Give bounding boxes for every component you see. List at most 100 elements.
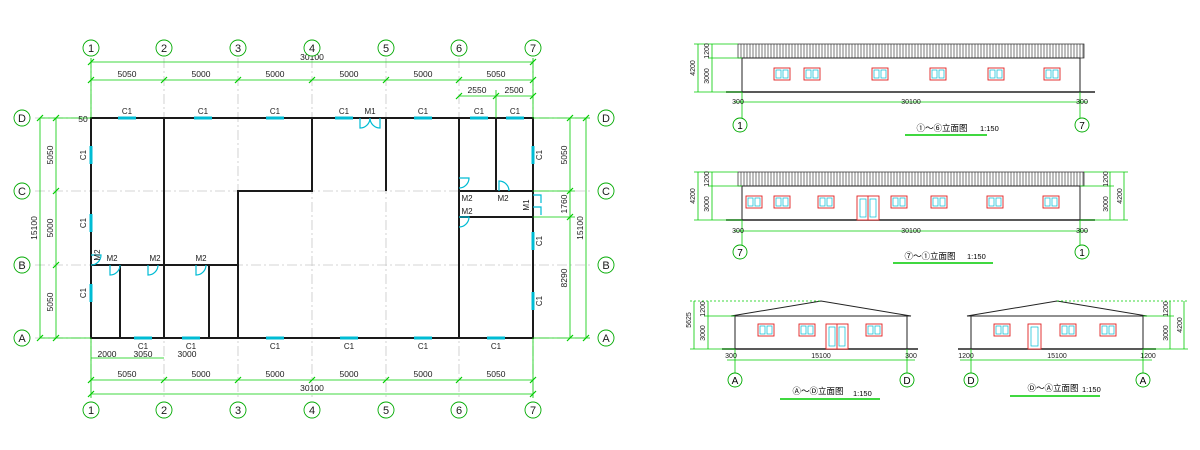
elevation-d-a: 1200 3000 4200 1200 15100 1200 D A Ⓓ～Ⓐ立面… bbox=[958, 300, 1188, 397]
dim-span: 5000 bbox=[340, 369, 359, 379]
dim-total: 30100 bbox=[901, 99, 921, 106]
window bbox=[817, 195, 835, 209]
dim-edge: 300 bbox=[905, 353, 917, 360]
dim-span-y: 5000 bbox=[45, 218, 55, 237]
window bbox=[929, 67, 947, 81]
axis-label: 2 bbox=[161, 43, 167, 55]
axis-label: 5 bbox=[383, 405, 389, 417]
dim-height: 3000 bbox=[700, 325, 707, 341]
roof bbox=[737, 171, 1085, 187]
plan-opening-labels-vertical: C1 C1 C1 M2 C1 C1 C1 M1 bbox=[79, 149, 544, 306]
dim-span: 5050 bbox=[118, 69, 137, 79]
dimension-lines bbox=[960, 300, 1188, 374]
axis-label: D bbox=[602, 113, 610, 125]
window bbox=[871, 67, 889, 81]
label-m2: M2 bbox=[461, 207, 473, 216]
axis-label: D bbox=[903, 376, 910, 387]
axis-label: 2 bbox=[161, 405, 167, 417]
dim-span-y: 8290 bbox=[559, 268, 569, 287]
dim-span: 5000 bbox=[340, 69, 359, 79]
label-m1: M1 bbox=[364, 107, 376, 116]
axis-label: D bbox=[967, 376, 974, 387]
dim-span: 5000 bbox=[414, 69, 433, 79]
dim-height: 5625 bbox=[686, 312, 693, 328]
dim-span-y: 5050 bbox=[45, 145, 55, 164]
dimension-lines bbox=[694, 43, 1088, 118]
axis-bubble bbox=[1135, 372, 1151, 388]
axis-label: 1 bbox=[88, 405, 94, 417]
dim-total-x: 30100 bbox=[300, 52, 324, 62]
axis-label: 4 bbox=[309, 43, 315, 55]
window bbox=[1043, 67, 1061, 81]
label-m2: M2 bbox=[497, 194, 509, 203]
label-m2: M2 bbox=[195, 254, 207, 263]
window bbox=[1099, 323, 1117, 337]
dim-edge: 300 bbox=[1076, 228, 1088, 235]
dimension-ticks bbox=[36, 58, 590, 398]
dim-edge: 300 bbox=[732, 99, 744, 106]
dim-span: 5000 bbox=[192, 69, 211, 79]
dim-span-y: 5050 bbox=[559, 145, 569, 164]
dim-height: 1200 bbox=[704, 43, 711, 59]
dim-height: 3000 bbox=[704, 68, 711, 84]
windows bbox=[773, 67, 1061, 81]
plan-doors bbox=[90, 117, 542, 276]
label-c1: C1 bbox=[535, 295, 544, 306]
floor-plan: C1 C1 C1 C1 M1 C1 C1 C1 C1 C1 C1 C1 C1 C… bbox=[13, 39, 615, 419]
label-c1: C1 bbox=[344, 342, 355, 351]
dim-span: 5000 bbox=[266, 69, 285, 79]
label-c1: C1 bbox=[418, 342, 429, 351]
window bbox=[757, 323, 775, 337]
axis-label: 3 bbox=[235, 405, 241, 417]
axis-bubble bbox=[732, 244, 748, 260]
axis-label: 7 bbox=[737, 248, 743, 259]
dim-small: 50 bbox=[78, 114, 88, 124]
window bbox=[993, 323, 1011, 337]
elevation-a-d: 1200 3000 5625 300 15100 300 A D Ⓐ～Ⓓ立面图 … bbox=[686, 300, 918, 400]
dim-edge: 300 bbox=[725, 353, 737, 360]
roof bbox=[737, 43, 1085, 59]
axis-label: 6 bbox=[456, 43, 462, 55]
axis-labels: 1 2 3 4 5 6 7 1 2 3 4 5 6 7 D C B A D C … bbox=[18, 43, 610, 417]
axis-label: 7 bbox=[530, 43, 536, 55]
dimension-texts: 30100 5050 5000 5000 5000 5000 5050 2550… bbox=[29, 52, 585, 393]
label-c1: C1 bbox=[418, 107, 429, 116]
dim-height: 4200 bbox=[690, 60, 697, 76]
dim-height: 3000 bbox=[1103, 196, 1110, 212]
window bbox=[773, 195, 791, 209]
dim-span: 5000 bbox=[414, 369, 433, 379]
dim-sub-bottom: 3050 bbox=[134, 349, 153, 359]
view-title: ①～⑥立面图 bbox=[916, 123, 967, 133]
windows bbox=[993, 323, 1117, 337]
dim-span-y: 1760 bbox=[559, 194, 569, 213]
window bbox=[1059, 323, 1077, 337]
facade bbox=[741, 57, 1081, 93]
label-c1: C1 bbox=[79, 287, 88, 298]
dimension-texts: 1200 3000 5625 300 15100 300 bbox=[686, 301, 917, 360]
dimension-lines bbox=[690, 300, 915, 374]
axis-label: 7 bbox=[530, 405, 536, 417]
window bbox=[798, 323, 816, 337]
axis-label: 5 bbox=[383, 43, 389, 55]
dim-edge: 300 bbox=[1076, 99, 1088, 106]
elevation-7-1: 1200 3000 4200 1200 3000 4200 300 30100 … bbox=[690, 171, 1128, 264]
dim-height: 4200 bbox=[690, 188, 697, 204]
window bbox=[773, 67, 791, 81]
dimension-texts: 1200 3000 4200 1200 15100 1200 bbox=[958, 301, 1184, 360]
label-c1: C1 bbox=[198, 107, 209, 116]
label-c1: C1 bbox=[122, 107, 133, 116]
label-c1: C1 bbox=[491, 342, 502, 351]
dim-total: 30100 bbox=[901, 228, 921, 235]
dim-span: 5050 bbox=[487, 369, 506, 379]
axis-label: 1 bbox=[88, 43, 94, 55]
door bbox=[856, 195, 880, 221]
dimension-texts: 1200 3000 4200 300 30100 300 bbox=[690, 43, 1088, 106]
door bbox=[825, 323, 849, 350]
axis-label: D bbox=[18, 113, 26, 125]
view-scale: 1:150 bbox=[853, 389, 872, 398]
axis-label: 7 bbox=[1079, 121, 1085, 132]
windows bbox=[745, 195, 1060, 209]
axis-label: B bbox=[18, 260, 25, 272]
plan-windows bbox=[89, 116, 535, 340]
